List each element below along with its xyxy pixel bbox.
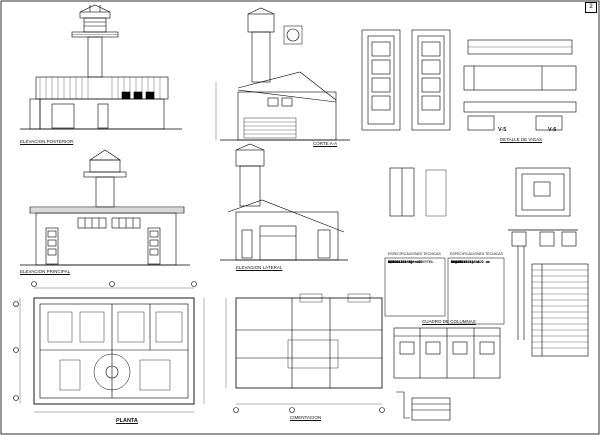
spec-line: ACERO: [388, 261, 399, 265]
label-v5: V-5: [498, 127, 507, 133]
spec-line: MORTERO 1:4: [451, 261, 474, 265]
spec-line: MEZCLA: 1:10 + 30% P.G.: [388, 261, 435, 265]
spec-line: Vigas 4.0 cm: [451, 261, 490, 265]
spec-line: Columnas 4.0 cm: [451, 261, 490, 265]
schedule-table: [531, 263, 589, 357]
spec-line: RECUBRIMIENTOS: [451, 261, 480, 265]
spec-line: f'm = 45 kg/cm2: [451, 261, 482, 265]
spec-line: CIMENTACION: [388, 261, 411, 265]
label-corte-aa: CORTE A-A: [313, 141, 338, 146]
stair-detail: [396, 391, 451, 421]
label-elevacion-principal: ELEVACION PRINCIPAL: [20, 269, 71, 274]
spec-line: MEZCLA: 1:8 + 25% P.M.: [388, 261, 433, 265]
label-planta: PLANTA: [116, 418, 138, 424]
label-cuadro-columnas: CUADRO DE COLUMNAS: [422, 319, 476, 324]
sheet-number: 2: [585, 2, 597, 13]
spec-box-left: [384, 257, 446, 317]
window-detail: [389, 167, 447, 217]
door-details: [361, 29, 451, 131]
section-aa: [215, 7, 350, 141]
label-detalle-vigas: DETALLE DE VIGAS: [500, 137, 543, 142]
elevation-rear: [20, 4, 182, 130]
spec-line: fy = 4200 kg/cm2: [388, 261, 421, 265]
spec-line: CONCRETO: [388, 261, 405, 265]
tank-detail: [508, 167, 578, 340]
foundation-plan: [225, 293, 385, 413]
spec-line: SOBRECIMIENTO: [388, 261, 415, 265]
spec-line: f'c = 210 kg/cm2: [388, 261, 421, 265]
plan-view: [13, 281, 205, 413]
spec-line: JUNTAS 1.5 cm: [451, 261, 478, 265]
spec-left-title: ESPECIFICACIONES TECNICAS: [388, 252, 441, 256]
column-table: [393, 327, 501, 379]
spec-right-title: ESPECIFICACIONES TECNICAS: [450, 252, 503, 256]
spec-line: ALBAÑILERIA: [451, 261, 474, 265]
spec-box-right: [447, 257, 505, 325]
elevation-front: [20, 149, 190, 266]
label-cimentacion: CIMENTACION: [290, 415, 322, 420]
spec-line: Zapatas 7.5 cm: [451, 261, 490, 265]
elevation-side: [220, 143, 348, 261]
label-elevacion-posterior: ELEVACION POSTERIOR: [20, 139, 74, 144]
label-v6: V-6: [548, 127, 557, 133]
label-elevacion-lateral: ELEVACION LATERAL: [236, 265, 283, 270]
beam-details: [463, 39, 577, 131]
